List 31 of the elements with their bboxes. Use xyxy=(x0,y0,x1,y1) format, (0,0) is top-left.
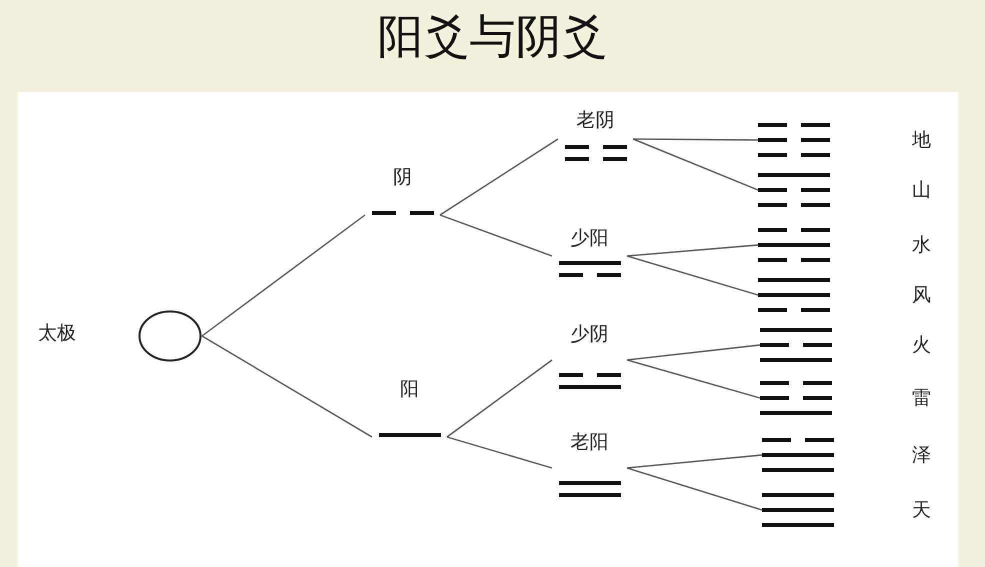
name-label: 雷 xyxy=(912,387,931,409)
branch-line xyxy=(202,214,366,337)
name-label: 山 xyxy=(912,179,931,201)
name-label: 火 xyxy=(912,334,931,356)
branch-line xyxy=(626,454,762,469)
name-label: 地 xyxy=(912,129,931,151)
node-label: 老阳 xyxy=(570,430,608,454)
branch-line xyxy=(626,244,758,257)
name-label: 风 xyxy=(912,284,931,306)
name-label: 太极 xyxy=(38,322,76,344)
node-label: 少阴 xyxy=(570,322,608,346)
branch-line xyxy=(440,138,558,216)
node-label: 少阳 xyxy=(570,226,608,250)
branch-line xyxy=(626,255,758,296)
branch-line xyxy=(440,214,552,257)
node-label: 老阴 xyxy=(576,108,614,132)
title: 阳爻与阴爻 xyxy=(378,8,608,65)
node-label: 阳 xyxy=(400,377,419,401)
circle xyxy=(138,310,202,362)
branch-line xyxy=(632,138,758,191)
node-label: 阴 xyxy=(393,165,412,189)
branch-line xyxy=(202,335,372,438)
branch-line xyxy=(626,344,760,361)
name-label: 泽 xyxy=(912,444,931,466)
branch-line xyxy=(633,138,758,141)
branch-line xyxy=(446,436,552,469)
branch-line xyxy=(626,359,760,399)
name-label: 天 xyxy=(912,499,931,521)
branch-line xyxy=(626,467,762,511)
name-label: 水 xyxy=(912,234,931,256)
branch-line xyxy=(446,359,552,438)
